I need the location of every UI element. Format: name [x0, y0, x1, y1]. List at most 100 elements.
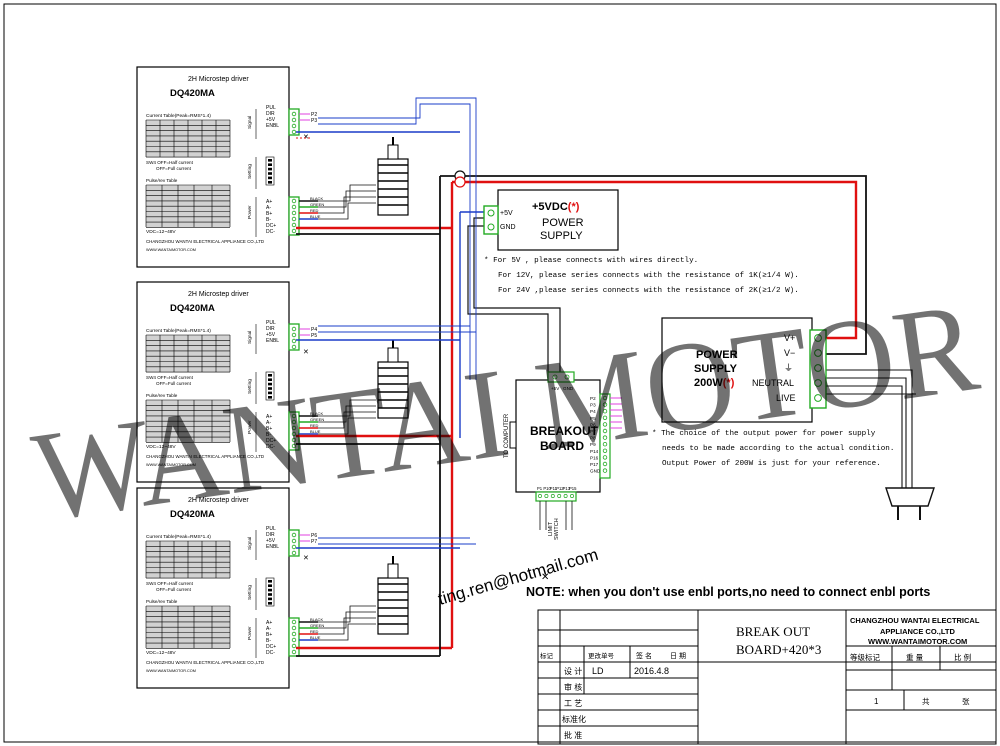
current-table [145, 334, 231, 373]
psu200-terminal [809, 329, 827, 409]
wire-color-label: BLUE [310, 429, 321, 434]
breakout-right-pin: P2 [590, 396, 596, 401]
group-power-label: Power [247, 626, 253, 640]
psu5v-line3: SUPPLY [540, 230, 583, 242]
pwr-pin-label: A+ [266, 414, 272, 420]
note-5v-1: * For 5V , please connects with wires di… [484, 257, 698, 265]
designer-name: LD [592, 666, 604, 676]
title-block-text: CHANGZHOU WANTAI ELECTRICAL APPLIANCE CO… [540, 616, 980, 740]
maker-label: CHANGZHOU WANTAI ELECTRICAL APPLIANCE CO… [146, 454, 264, 459]
wire-color-label: BLUE [310, 214, 321, 219]
breakout-bottom-pin: P11 [550, 486, 558, 491]
col-header-sign: 签 名 [636, 651, 652, 660]
sig-tag: P6 [311, 533, 317, 539]
group-power-label: Power [247, 205, 253, 219]
sig-pin-label: DIR [266, 326, 275, 332]
dip-switch [265, 577, 275, 607]
sw-note-1: SW4 OFF=Half current [146, 375, 194, 380]
wire-color-label: GREEN [310, 623, 324, 628]
pink-signal-leads [610, 397, 622, 429]
current-table [145, 540, 231, 579]
col-header-change: 更改单号 [588, 651, 615, 660]
sig-tag: P3 [311, 118, 317, 124]
wire-color-label: GREEN [310, 202, 324, 207]
drawing-frame [3, 3, 997, 743]
title-block [537, 609, 997, 745]
to-computer-label: TO COMPUTER [504, 413, 510, 458]
wire-color-label: BLACK [310, 617, 323, 622]
sheet-label: 张 [962, 697, 970, 706]
pwr-pin-label: A- [266, 626, 271, 632]
ac-plug-icon [885, 487, 935, 520]
web-label: WWW.WANTAIMOTOR.COM [146, 248, 196, 252]
approve-label: 批 准 [564, 730, 582, 740]
pwr-pin-label: B+ [266, 426, 272, 432]
group-signal-label: Signal [247, 331, 253, 344]
psu200-line3-mark: (*) [723, 377, 735, 389]
sig-pin-label: +5V [266, 538, 276, 544]
group-setting-label: Setting [247, 164, 253, 179]
current-table [145, 119, 231, 158]
sig-pin-label: ENBL [266, 544, 279, 550]
driver-model: DQ420MA [170, 509, 215, 520]
driver-subtitle: 2H Microstep driver [188, 497, 249, 504]
pwr-pin-label: DC+ [266, 438, 276, 444]
sig-pin-label: DIR [266, 111, 275, 117]
breakout-top-pin: GND [563, 386, 574, 391]
pwr-pin-label: A+ [266, 620, 272, 626]
note-200w-3: Output Power of 200W is just for your re… [662, 460, 881, 468]
sig-pin-label: PUL [266, 526, 276, 532]
pwr-pin-label: B- [266, 432, 271, 438]
pwr-pin-label: B+ [266, 211, 272, 217]
stepper-motor-icon [377, 137, 409, 216]
sheets-count: 1 [874, 697, 879, 706]
pulse-table-title: Pulse/rev Table [146, 178, 178, 183]
breakout-right-pin: P4 [590, 409, 596, 414]
driver-model: DQ420MA [170, 88, 215, 99]
computer-port [509, 421, 517, 449]
sig-pin-label: PUL [266, 320, 276, 326]
pulse-table-title: Pulse/rev Table [146, 599, 178, 604]
breakout-bottom-pin: P10 [543, 486, 551, 491]
dip-switch [265, 156, 275, 186]
enbl-cross: ✕ [541, 572, 549, 583]
wire-color-label: RED [310, 208, 319, 213]
breakout-top-terminal [547, 371, 575, 383]
pwr-pin-label: A- [266, 205, 271, 211]
psu5v-pin-gnd: GND [500, 224, 516, 231]
breakout-bottom-pin: P1 [537, 486, 543, 491]
pwr-pin-label: A+ [266, 199, 272, 205]
breakout-right-pin: P7 [590, 429, 596, 434]
wire-color-label: RED [310, 423, 319, 428]
vdc-label: VDC=12~48V [146, 650, 176, 656]
breakout-bottom-pin: P13 [563, 486, 571, 491]
pulse-table [145, 184, 231, 228]
drawing-title-2: BOARD+420*3 [736, 642, 821, 657]
note-5v-2: For 12V, please series connects with the… [498, 272, 799, 280]
breakout-bottom-terminal [535, 491, 577, 502]
limit-label: LIMIT [548, 521, 554, 536]
sig-pin-label: +5V [266, 332, 276, 338]
note-200w-2: needs to be made according to the actual… [662, 445, 894, 453]
svg-text:+5VDC(*): +5VDC(*) [532, 201, 580, 213]
breakout-right-pin: P5 [590, 416, 596, 421]
web-label: WWW.WANTAIMOTOR.COM [146, 669, 196, 673]
design-date: 2016.4.8 [634, 666, 669, 676]
breakout-bottom-pin: P15 [569, 486, 577, 491]
group-signal-label: Signal [247, 537, 253, 550]
current-table-title: Current Table(Peak=RMS*1.4) [146, 113, 211, 119]
design-label: 设 计 [564, 666, 582, 676]
sw-note-2: OFF=Full current [156, 587, 192, 592]
pulse-table-title: Pulse/rev Table [146, 393, 178, 398]
sig-tag: P5 [311, 333, 317, 339]
drawing-title-1: BREAK OUT [736, 624, 810, 639]
company-name-2: APPLIANCE CO.,LTD [880, 627, 955, 636]
sw-note-2: OFF=Full current [156, 166, 192, 171]
pwr-pin-label: DC+ [266, 644, 276, 650]
breakout-right-pin: P6 [590, 422, 596, 427]
psu200-line3-main: 200W [694, 377, 723, 389]
